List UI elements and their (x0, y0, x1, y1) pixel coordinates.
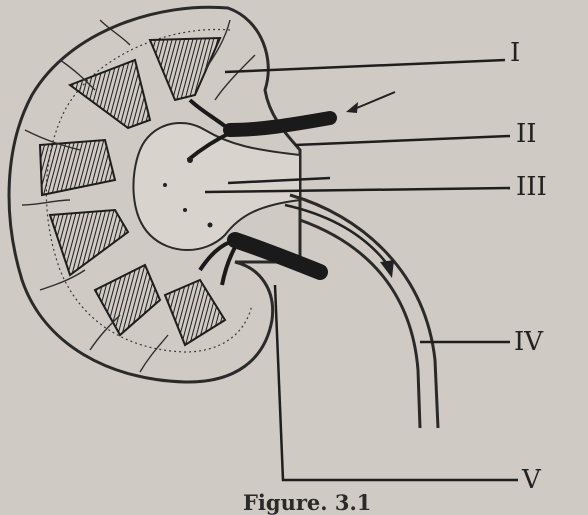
pyramid-upper-left (67, 58, 152, 130)
small-vessels (21, 19, 256, 373)
leader-line-5 (273, 284, 518, 482)
renal-pelvis (132, 121, 301, 251)
pelvis-marks (163, 157, 213, 228)
pyramid-bottom (163, 278, 227, 347)
renal-artery (223, 111, 337, 137)
label-IV: IV (514, 327, 544, 357)
kidney-outline (7, 5, 302, 384)
leader-line-2 (294, 134, 511, 147)
renal-vein (227, 232, 328, 280)
ureter-outer (289, 193, 440, 429)
cortex-boundary (45, 28, 253, 353)
pyramid-bottom-left (93, 263, 162, 337)
figure-caption: Figure. 3.1 (243, 490, 372, 515)
label-II: II (516, 119, 537, 149)
arrow-indicator (346, 91, 396, 113)
pyramid-top (148, 36, 222, 102)
label-V: V (522, 465, 541, 495)
pyramid-lower-left (48, 208, 130, 277)
medullary-pyramids (38, 36, 227, 347)
label-III: III (516, 172, 547, 202)
leader-lines (204, 58, 518, 482)
pyramid-left (38, 138, 117, 197)
flow-arrow (284, 203, 394, 278)
leader-line-3 (204, 186, 511, 194)
leader-line-3b (227, 176, 331, 185)
label-I: I (510, 38, 521, 68)
renal-vein-branches (198, 238, 240, 286)
leader-line-1 (224, 58, 506, 74)
ureter-inner (299, 218, 422, 429)
